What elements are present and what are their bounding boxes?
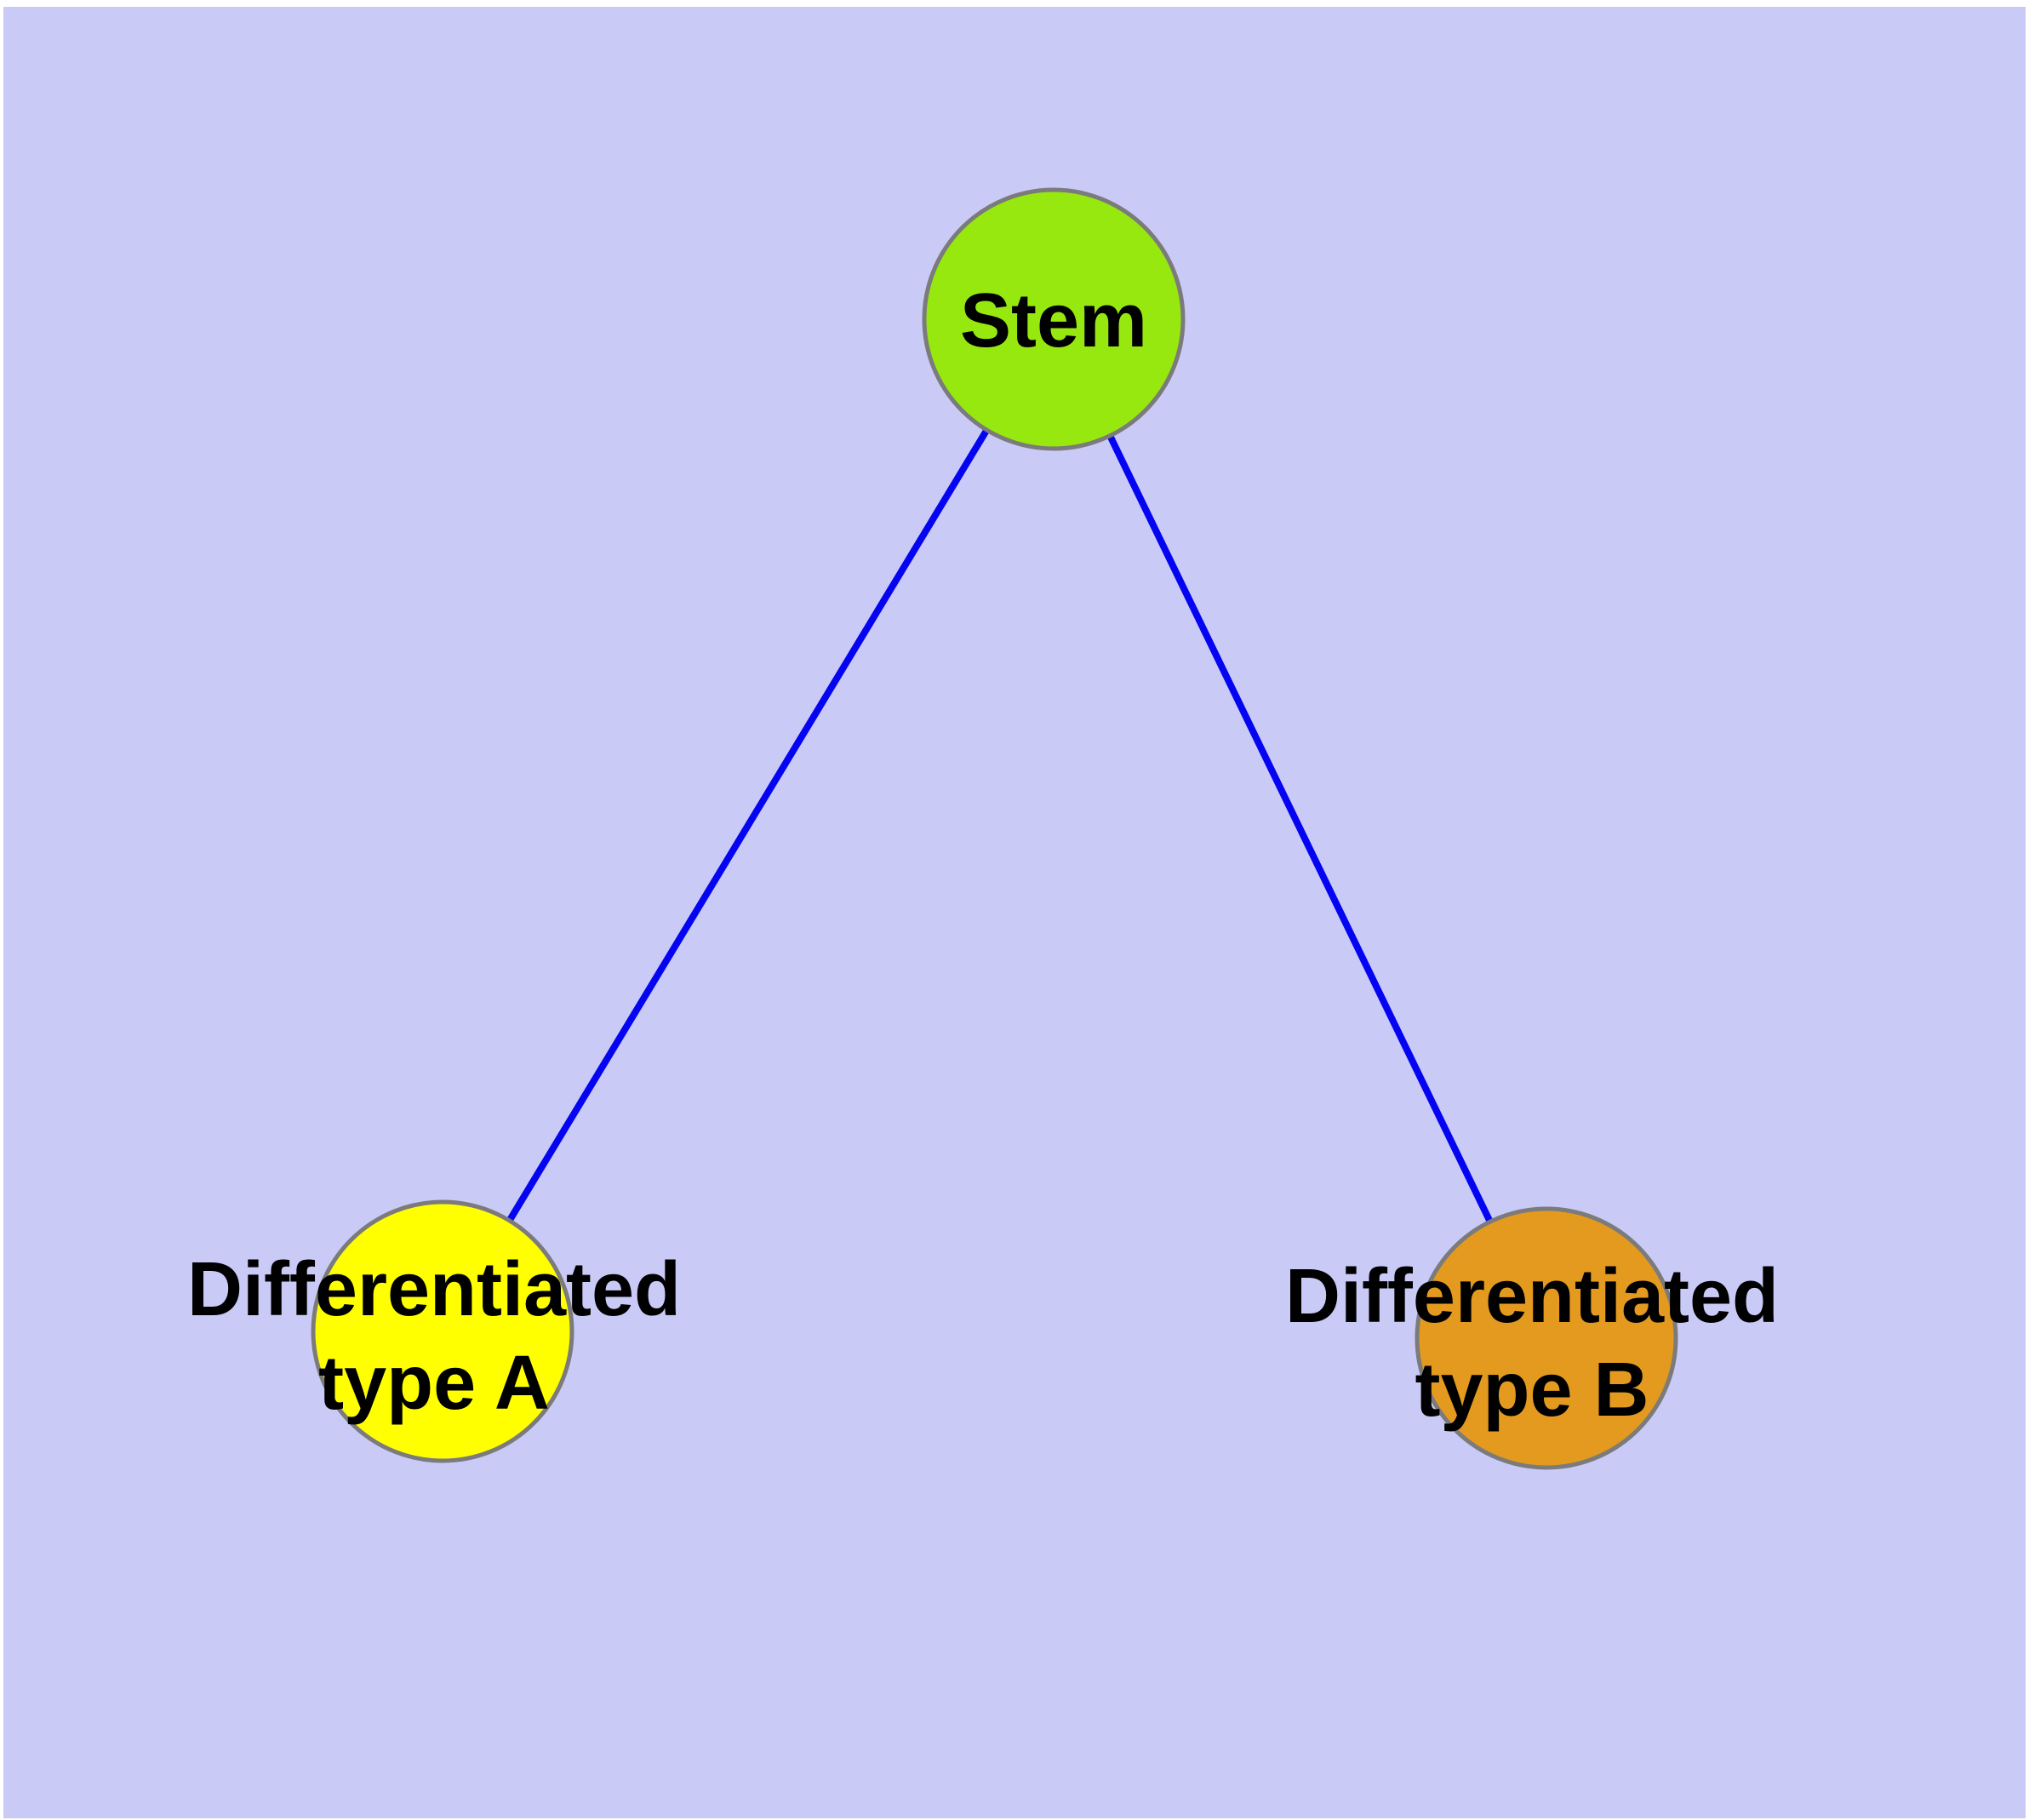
node-differentiated-type-a: Differentiated type A (187, 1199, 681, 1463)
node-type-a-label-line2: type A (318, 1341, 550, 1426)
node-differentiated-type-b: Differentiated type B (1285, 1206, 1779, 1470)
edge-stem-to-type-b (1050, 318, 1550, 1340)
node-type-b-label-line2: type B (1415, 1348, 1649, 1433)
node-type-b-label-line1: Differentiated (1285, 1254, 1779, 1339)
node-stem-circle (922, 187, 1186, 451)
node-type-a-label-line1: Differentiated (187, 1247, 681, 1332)
node-stem: Stem (922, 187, 1186, 451)
node-stem-label: Stem (960, 278, 1147, 363)
edge-stem-to-type-a (439, 317, 1057, 1334)
edge-group (439, 317, 1550, 1340)
node-type-a-circle (311, 1199, 574, 1463)
node-type-b-circle (1415, 1206, 1678, 1470)
